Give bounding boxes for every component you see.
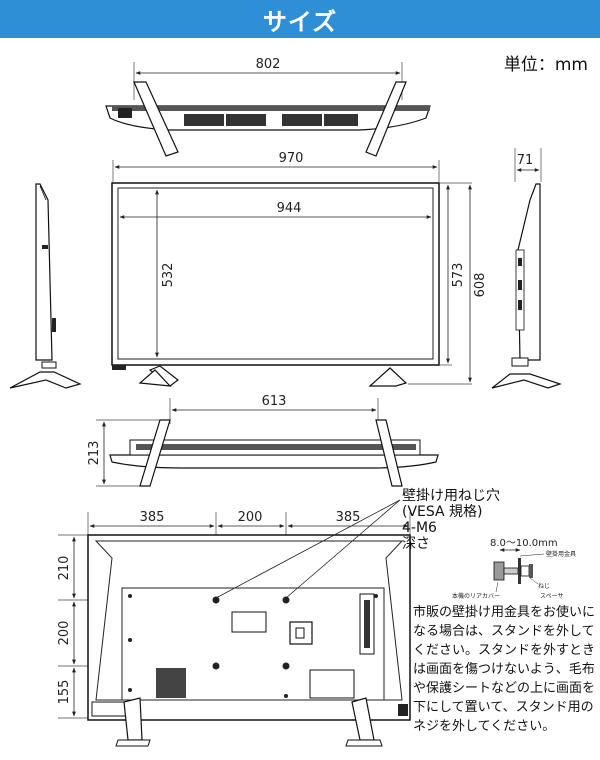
right-side-view: 71 [491, 148, 562, 389]
dim-944: 944 [277, 201, 302, 216]
top-view: 802 [105, 57, 431, 157]
dim-155: 155 [57, 680, 72, 705]
dim-213: 213 [87, 441, 102, 466]
dim-71: 71 [517, 153, 534, 168]
section-title: サイズ [262, 7, 338, 36]
wall-mount-line1: 壁掛け用ねじ穴 [402, 488, 500, 504]
wall-mount-line4: 深さ [402, 536, 430, 552]
dim-210: 210 [57, 556, 72, 581]
label-bracket: 壁掛用金具 [546, 550, 576, 558]
bottom-view: 613 213 [87, 394, 439, 487]
screw-detail: 8.0～10.0mm 壁掛用金具 本機のリアカバー ねじ スペーサ [452, 538, 576, 600]
dim-385-right: 385 [336, 510, 361, 525]
rear-view: 385 200 385 210 200 155 [57, 499, 411, 747]
dim-385-left: 385 [140, 510, 165, 525]
label-spacer: スペーサ [540, 593, 563, 600]
label-screw: ねじ [538, 583, 550, 590]
front-view: 970 944 532 573 608 [111, 151, 488, 387]
wall-mount-line2: (VESA 規格) [402, 504, 483, 520]
dim-613: 613 [262, 394, 287, 409]
wall-mount-note: 市販の壁掛け用金具をお使いになる場合は、スタンドを外してください。スタンドを外す… [413, 605, 596, 734]
left-side-view [9, 183, 82, 389]
dim-532: 532 [161, 263, 176, 288]
screw-range-label: 8.0～10.0mm [490, 538, 558, 549]
dim-608: 608 [473, 273, 488, 298]
section-header: サイズ [0, 0, 600, 38]
dim-573: 573 [451, 263, 466, 288]
dim-200-horizontal: 200 [238, 510, 263, 525]
unit-label: 単位：mm [503, 55, 588, 75]
wall-mount-line3: 4-M6 [402, 520, 437, 536]
dim-802: 802 [256, 57, 281, 72]
dim-200-vertical: 200 [57, 621, 72, 646]
label-cover: 本機のリアカバー [452, 592, 500, 600]
dim-970: 970 [279, 151, 304, 166]
wall-mount-hole-label: 壁掛け用ねじ穴 (VESA 規格) 4-M6 深さ [402, 488, 500, 552]
